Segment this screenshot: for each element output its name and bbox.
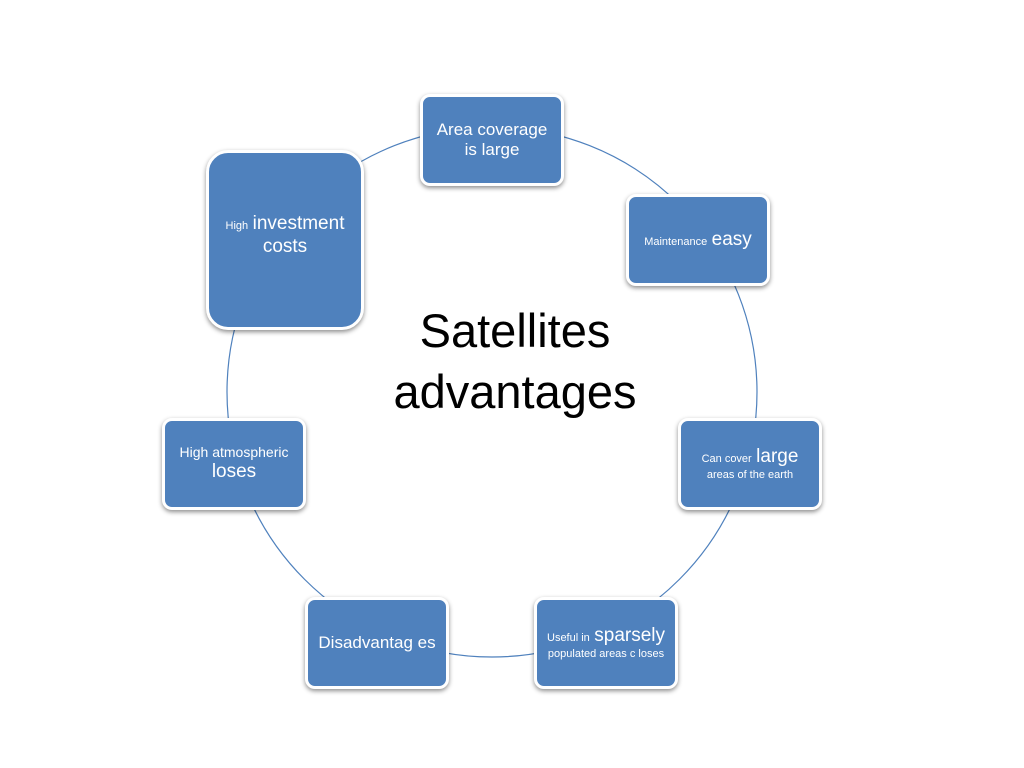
node-investment-small: High: [225, 220, 249, 232]
node-atmospheric-small: High atmospheric: [179, 444, 289, 461]
node-can-cover-small: Can cover: [701, 453, 752, 465]
node-disadvantages: Disadvantag es: [305, 597, 449, 689]
node-useful-in-large: sparsely: [594, 625, 665, 646]
node-atmospheric-large: loses: [211, 461, 257, 482]
node-can-cover-large: large: [756, 446, 799, 467]
diagram-title-line2: advantages: [393, 365, 637, 419]
node-area-coverage-text: Area coverage is large: [436, 119, 548, 159]
node-useful-in: Useful in sparsely populated areas c los…: [534, 597, 678, 689]
node-can-cover: Can cover large areas of the earth: [678, 418, 822, 510]
node-investment-large: investment costs: [252, 213, 345, 257]
node-maintenance-small: Maintenance: [644, 235, 708, 248]
node-atmospheric: High atmospheric loses: [162, 418, 306, 510]
diagram-title: Satellites advantages: [352, 300, 678, 422]
node-investment: High investment costs: [206, 150, 364, 330]
node-useful-in-rest: populated areas c loses: [547, 647, 665, 660]
node-maintenance-large: easy: [711, 228, 752, 250]
diagram-title-line1: Satellites: [419, 304, 611, 357]
node-area-coverage: Area coverage is large: [420, 94, 564, 186]
node-useful-in-small: Useful in: [547, 632, 590, 644]
node-disadvantages-text: Disadvantag es: [318, 632, 436, 652]
node-can-cover-rest: areas of the earth: [706, 468, 794, 481]
node-maintenance: Maintenance easy: [626, 194, 770, 286]
